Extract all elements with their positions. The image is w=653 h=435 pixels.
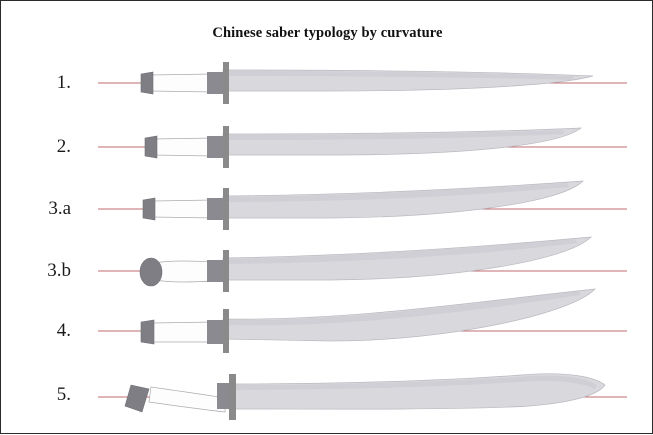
row-label-1: 1. [56, 72, 71, 93]
row-label-3b: 3.b [47, 260, 71, 281]
blade-spine-1 [223, 71, 573, 80]
blade-spine-5 [229, 375, 597, 390]
ferrule-2 [207, 136, 223, 158]
grip-3a [152, 199, 214, 219]
blade-spine-4 [223, 291, 581, 326]
grip-5 [148, 386, 226, 413]
saber-row-3a [98, 180, 627, 230]
crossguard-1 [223, 62, 229, 104]
blade-spine-3b [223, 239, 577, 264]
crossguard-3b [223, 250, 229, 292]
pommel-5 [124, 384, 150, 413]
pommel-3a [142, 197, 156, 221]
row-label-2: 2. [56, 136, 71, 157]
pommel-4 [140, 319, 155, 345]
pommel-2 [144, 135, 158, 159]
grip-4 [152, 321, 214, 343]
grip-2 [152, 137, 214, 157]
grip-1 [148, 73, 214, 93]
pommel-1 [140, 71, 154, 95]
saber-row-4 [98, 288, 627, 353]
saber-row-1 [98, 62, 627, 104]
pommel-3b [139, 257, 163, 287]
row-label-5: 5. [56, 384, 71, 405]
crossguard-4 [223, 309, 229, 353]
ferrule-4 [207, 320, 223, 344]
ferrule-3a [207, 198, 223, 220]
saber-row-2 [98, 126, 627, 168]
crossguard-5 [229, 374, 236, 420]
blade-5 [228, 373, 606, 410]
page-title: Chinese saber typology by curvature [212, 25, 443, 41]
ferrule-5 [217, 383, 231, 409]
saber-row-5 [98, 373, 627, 420]
ferrule-1 [207, 72, 223, 94]
crossguard-3a [223, 188, 229, 230]
row-label-4: 4. [56, 320, 71, 341]
blade-spine-3a [223, 183, 569, 202]
saber-row-3b [98, 236, 627, 292]
ferrule-3b [207, 260, 223, 282]
crossguard-2 [223, 126, 229, 168]
row-label-3a: 3.a [48, 198, 71, 219]
blade-spine-2 [223, 130, 564, 140]
